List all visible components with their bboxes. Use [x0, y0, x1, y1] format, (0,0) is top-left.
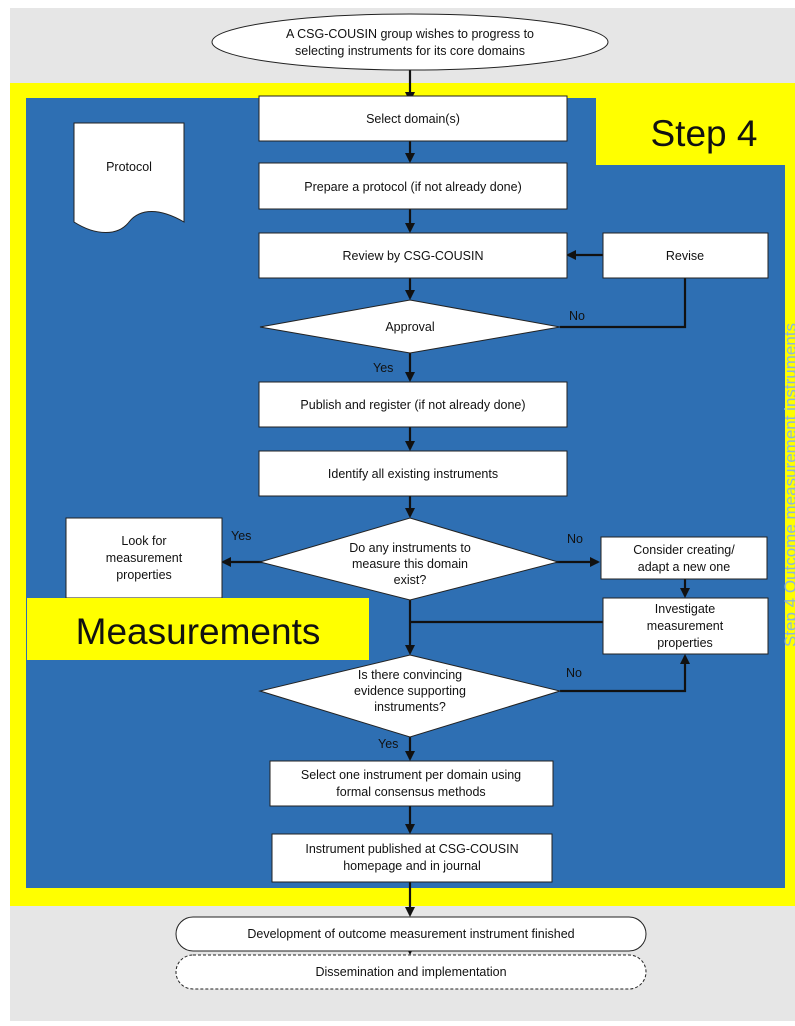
instruments-exist-decision [258, 517, 560, 601]
publish-box [258, 381, 568, 428]
dissemination-label: Dissemination and implementation [315, 965, 506, 979]
consider-box [600, 536, 768, 580]
protocol-label: Protocol [106, 160, 152, 174]
measurements-callout-box [27, 598, 369, 660]
select-one-line2: formal consensus methods [336, 785, 485, 799]
step-callout-box [596, 98, 795, 165]
dissemination-node [175, 954, 647, 990]
select-domain-box [258, 95, 568, 142]
side-label: Step 4 Outcome measurement instruments [781, 323, 795, 647]
look-for-line1: Look for [121, 534, 166, 548]
evidence-line2: evidence supporting [354, 684, 466, 698]
exist-yes-label: Yes [231, 529, 251, 543]
investigate-box [602, 597, 769, 655]
review-box [258, 232, 568, 279]
evidence-line1: Is there convincing [358, 668, 462, 682]
development-finished-label: Development of outcome measurement instr… [247, 927, 574, 941]
look-for-box [65, 517, 223, 599]
exist-line1: Do any instruments to [349, 541, 471, 555]
select-domain-label: Select domain(s) [366, 112, 460, 126]
published-line1: Instrument published at CSG-COUSIN [305, 842, 518, 856]
development-finished-node [175, 916, 647, 952]
measurements-callout: Measurements [76, 611, 321, 652]
identify-label: Identify all existing instruments [328, 467, 498, 481]
approval-yes-label: Yes [373, 361, 393, 375]
consider-line1: Consider creating/ [633, 543, 735, 557]
exist-line3: exist? [394, 573, 427, 587]
start-node-line2: selecting instruments for its core domai… [295, 44, 525, 58]
investigate-line1: Investigate [655, 602, 716, 616]
evidence-line3: instruments? [374, 700, 446, 714]
exist-line2: measure this domain [352, 557, 468, 571]
start-node [211, 13, 609, 71]
approval-decision [259, 299, 561, 354]
review-label: Review by CSG-COUSIN [343, 249, 484, 263]
exist-no-label: No [567, 532, 583, 546]
identify-box [258, 450, 568, 497]
look-for-line3: properties [116, 568, 172, 582]
look-for-line2: measurement [106, 551, 183, 565]
evidence-yes-label: Yes [378, 737, 398, 751]
revise-label: Revise [666, 249, 704, 263]
approval-label: Approval [385, 320, 434, 334]
prepare-protocol-label: Prepare a protocol (if not already done) [304, 180, 522, 194]
consider-line2: adapt a new one [638, 560, 730, 574]
step-callout: Step 4 [651, 113, 758, 154]
protocol-document-icon [73, 122, 185, 233]
start-node-line1: A CSG-COUSIN group wishes to progress to [286, 27, 534, 41]
investigate-line2: measurement [647, 619, 724, 633]
published-line2: homepage and in journal [343, 859, 481, 873]
approval-no-label: No [569, 309, 585, 323]
published-box [271, 833, 553, 883]
revise-box [602, 232, 769, 279]
evidence-no-label: No [566, 666, 582, 680]
connector-approval-no [560, 278, 687, 329]
select-one-box [269, 760, 554, 807]
investigate-line3: properties [657, 636, 713, 650]
select-one-line1: Select one instrument per domain using [301, 768, 521, 782]
publish-label: Publish and register (if not already don… [300, 398, 525, 412]
prepare-protocol-box [258, 162, 568, 210]
connector-evidence-no [560, 654, 690, 693]
evidence-decision [258, 654, 562, 738]
